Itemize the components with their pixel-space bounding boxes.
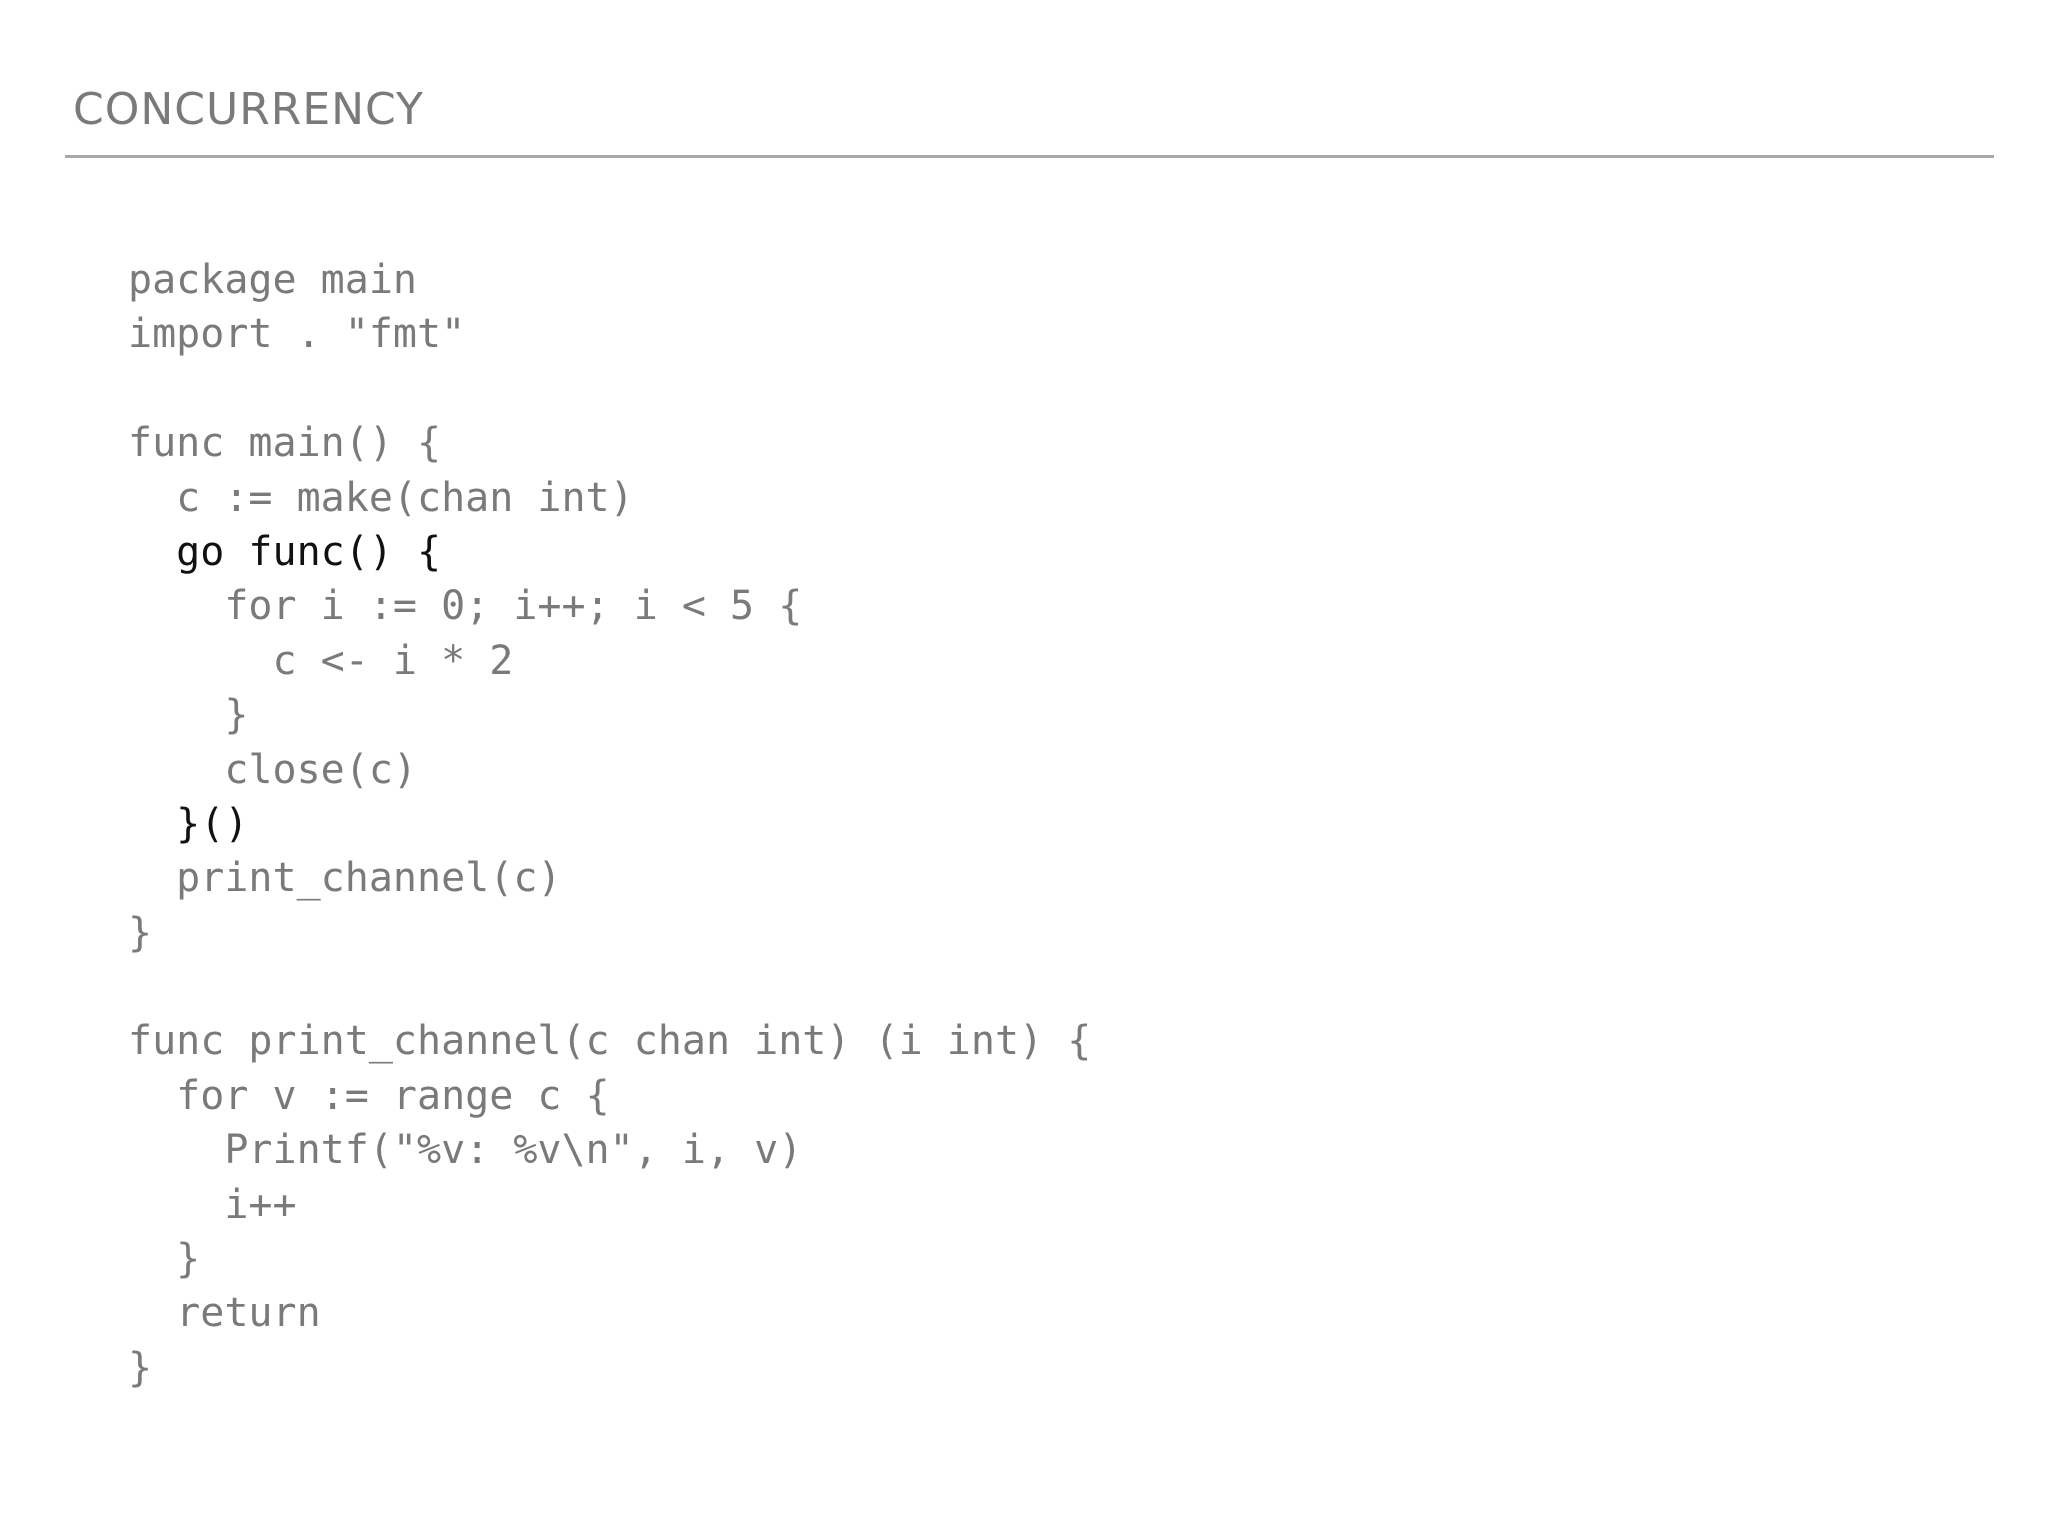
code-line: func main() { xyxy=(128,420,442,467)
code-line xyxy=(128,362,1091,416)
code-line: c := make(chan int) xyxy=(128,474,634,521)
code-line: i++ xyxy=(128,1181,297,1228)
code-line: Printf("%v: %v\n", i, v) xyxy=(128,1127,803,1174)
title-divider xyxy=(65,155,1994,158)
code-line: } xyxy=(128,909,153,956)
code-line: go func() { xyxy=(128,528,442,575)
code-line: for v := range c { xyxy=(128,1072,610,1119)
code-line xyxy=(128,960,1091,1014)
code-line: package main xyxy=(128,257,417,303)
code-line: print_channel(c) xyxy=(128,855,562,902)
code-line: for i := 0; i++; i < 5 { xyxy=(128,583,803,630)
code-line: close(c) xyxy=(128,746,417,793)
code-line: import . "fmt" xyxy=(128,311,466,358)
code-line: return xyxy=(128,1290,321,1337)
code-line: } xyxy=(128,692,249,739)
code-line: c <- i * 2 xyxy=(128,637,514,684)
slide-title: CONCURRENCY xyxy=(73,84,424,135)
code-block: package main import . "fmt" func main() … xyxy=(128,253,1091,1395)
code-line: } xyxy=(128,1344,153,1391)
code-line: }() xyxy=(128,800,249,847)
code-line: } xyxy=(128,1236,201,1283)
code-line: func print_channel(c chan int) (i int) { xyxy=(128,1018,1092,1065)
